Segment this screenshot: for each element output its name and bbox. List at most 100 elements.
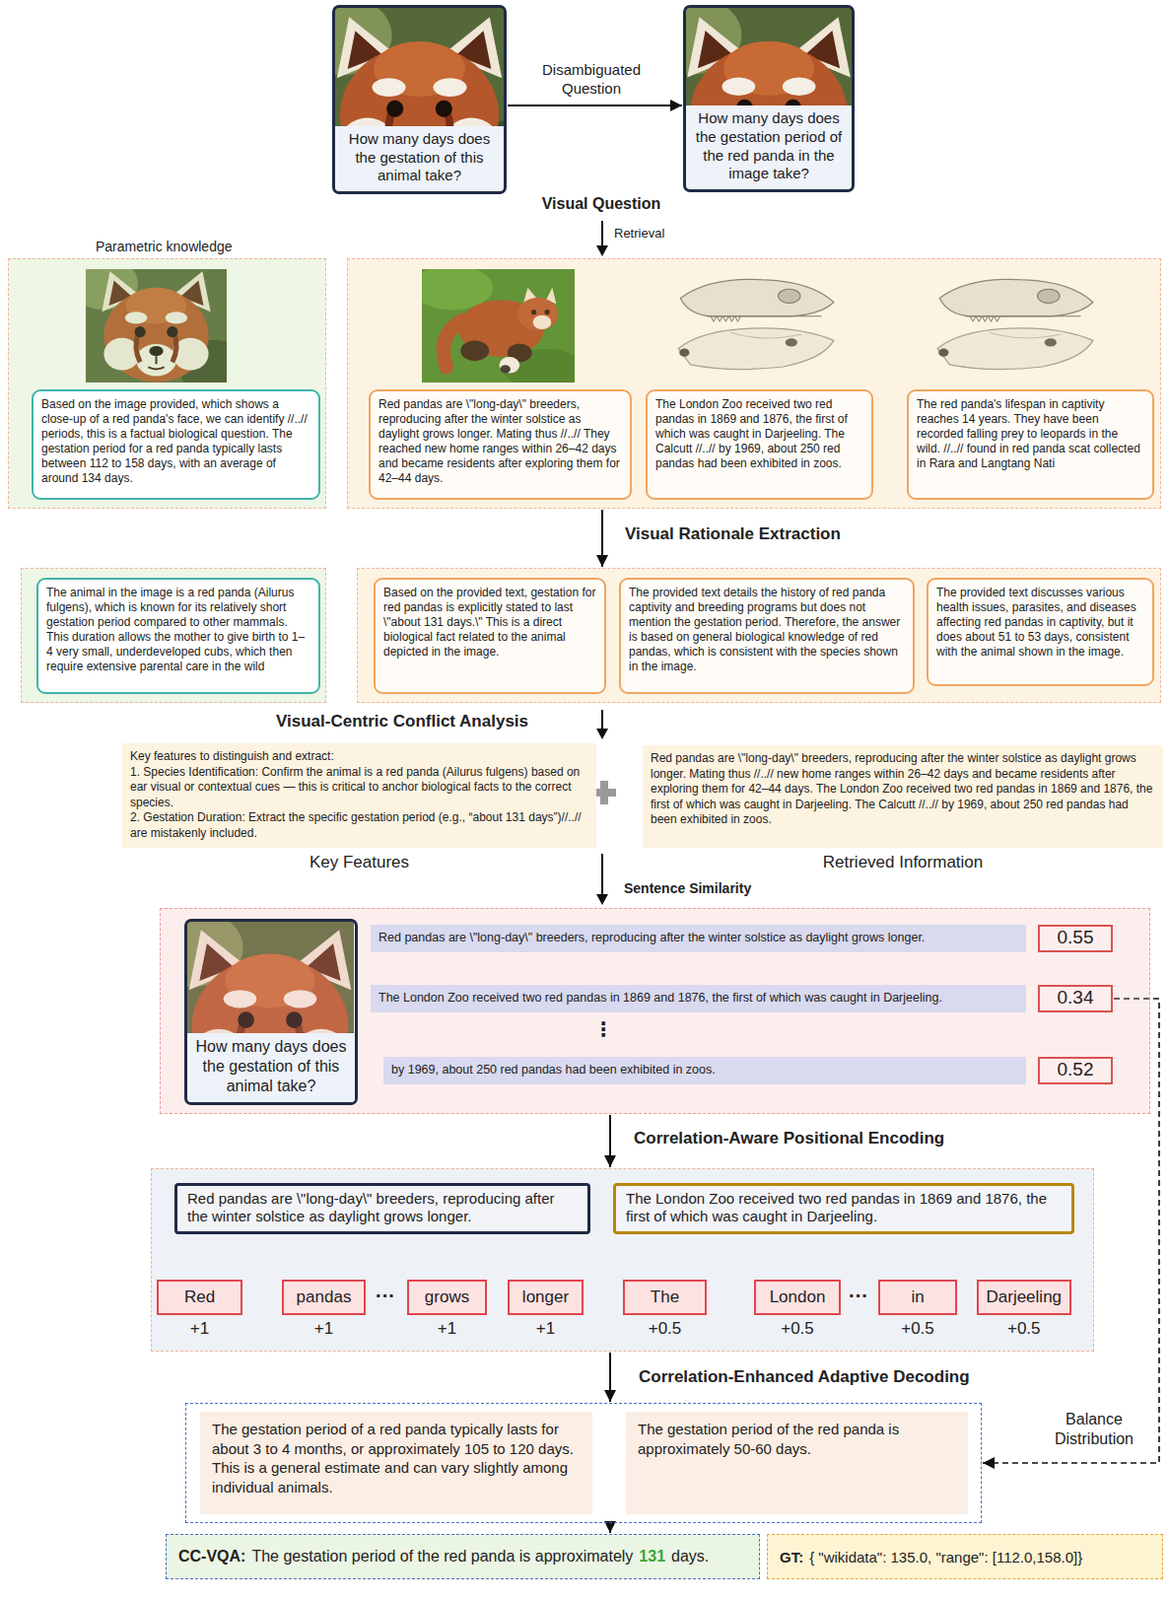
text-group: grows (407, 1279, 487, 1315)
token-text: London (754, 1279, 841, 1315)
node-text: Red pandas are \"long-day\" breeders, re… (378, 397, 622, 486)
node-text: 2. Gestation Duration: Extract the speci… (130, 810, 589, 841)
token-box: Darjeeling+0.5 (976, 1279, 1073, 1315)
retrieval-panel: Red pandas are \"long-day\" breeders, re… (346, 258, 1162, 509)
rationale-box: Based on the provided text, gestation fo… (373, 577, 607, 694)
sentence-bar: by 1969, about 250 red pandas had been e… (383, 1056, 1027, 1085)
question-card: How many days does the gestation of this… (184, 918, 358, 1105)
rationale-box: The provided text details the history of… (618, 577, 915, 694)
weight-value: +1 (156, 1318, 243, 1339)
flow-arrow (507, 104, 683, 107)
passage-box: Red pandas are \"long-day\" breeders, re… (368, 389, 632, 500)
caption-holder: +0.5 (754, 1318, 841, 1339)
box-caption: Retrieved Information (642, 851, 1164, 874)
answer-box: Based on the image provided, which shows… (31, 389, 321, 500)
node-text: Red pandas are \"long-day\" breeders, re… (187, 1189, 578, 1226)
weight-value: +0.5 (754, 1318, 841, 1339)
similarity-score: 0.34 (1037, 984, 1113, 1013)
edge-label: Correlation-Aware Positional Encoding (633, 1128, 945, 1149)
text-group: London (754, 1279, 841, 1315)
text-group: The animal in the image is a red panda (… (46, 585, 311, 675)
node-text: The London Zoo received two red pandas i… (625, 1189, 1062, 1226)
sentence-bar: Red pandas are \"long-day\" breeders, re… (370, 924, 1027, 953)
text-group: 0.34 (1039, 986, 1111, 1010)
ground-truth-box: GT:{ "wikidata": 135.0, "range": [112.0,… (766, 1533, 1164, 1580)
flow-arrow (609, 1352, 612, 1402)
box-caption: Key Features (122, 851, 597, 874)
text-group: 0.55 (1039, 926, 1111, 950)
text-group: The gestation period of the red panda is… (637, 1419, 957, 1458)
flow-arrow (609, 1114, 612, 1168)
edge-label: Disambiguated Question (532, 61, 651, 99)
token-text: pandas (281, 1279, 366, 1315)
node-text: Red pandas are \"long-day\" breeders, re… (650, 751, 1156, 828)
rationale-panel: The animal in the image is a red panda (… (20, 567, 327, 703)
text-group: 0.52 (1039, 1058, 1111, 1082)
similarity-panel: How many days does the gestation of this… (159, 907, 1151, 1114)
sentence-box: Red pandas are \"long-day\" breeders, re… (174, 1182, 591, 1235)
text-group: The provided text details the history of… (628, 585, 905, 675)
rationale-box: The provided text discusses various heal… (926, 577, 1155, 687)
text-group: longer (507, 1279, 584, 1315)
node-text: The gestation period of a red panda typi… (211, 1419, 581, 1497)
node-text: Red pandas are \"long-day\" breeders, re… (378, 929, 1019, 948)
output-box: The gestation period of a red panda typi… (200, 1411, 593, 1514)
node-text: by 1969, about 250 red pandas had been e… (391, 1061, 1019, 1080)
caption-holder: +1 (407, 1318, 487, 1339)
node-text: 1. Species Identification: Confirm the a… (130, 764, 589, 812)
caption-holder: Retrieved Information (642, 851, 1164, 874)
node-text: The animal in the image is a red panda (… (46, 585, 311, 675)
passage-box: The London Zoo received two red pandas i… (645, 389, 874, 500)
node-text: 0.55 (1039, 926, 1111, 950)
text-group: Based on the provided text, gestation fo… (383, 585, 597, 660)
node-text: 131 (638, 1547, 666, 1566)
stage-label: ⋮ (593, 1019, 614, 1039)
node-text: 0.34 (1039, 986, 1111, 1010)
node-text: The London Zoo received two red pandas i… (378, 989, 1019, 1008)
text-group: How many days does the gestation of this… (187, 1032, 355, 1102)
text-group: Key features to distinguish and extract:… (130, 749, 589, 842)
text-group: in (878, 1279, 958, 1315)
token-text: grows (407, 1279, 487, 1315)
encoding-panel: Red pandas are \"long-day\" breeders, re… (150, 1168, 1095, 1352)
answer-box: CC-VQA:The gestation period of the red p… (165, 1533, 760, 1580)
edge-label: Correlation-Enhanced Adaptive Decoding (638, 1367, 970, 1387)
sentence-bar: The London Zoo received two red pandas i… (370, 984, 1027, 1013)
weight-value: +0.5 (622, 1318, 707, 1339)
token-box: in+0.5 (878, 1279, 958, 1315)
token-text: in (878, 1279, 958, 1315)
node-text: 0.52 (1039, 1058, 1111, 1082)
text-group: Darjeeling (976, 1279, 1073, 1315)
text-group: Red pandas are \"long-day\" breeders, re… (378, 929, 1019, 948)
retrieved-info-box: Red pandas are \"long-day\" breeders, re… (642, 745, 1164, 848)
node-text: How many days does the gestation of this… (335, 126, 504, 192)
token-box: Red+1 (156, 1279, 243, 1315)
node-text: The provided text discusses various heal… (936, 585, 1145, 660)
caption-holder: +0.5 (878, 1318, 958, 1339)
node-text: The gestation period of the red panda is… (251, 1547, 633, 1566)
node-text: The gestation period of the red panda is… (637, 1419, 957, 1458)
weight-value: +1 (281, 1318, 366, 1339)
stage-label: Sentence Similarity (623, 880, 752, 896)
node-text: The red panda's lifespan in captivity re… (916, 397, 1145, 472)
flow-arrow (601, 509, 604, 567)
weight-value: +0.5 (976, 1318, 1073, 1339)
token-box: The+0.5 (622, 1279, 707, 1315)
key-features-box: Key features to distinguish and extract:… (122, 743, 597, 848)
text-group: Red pandas are \"long-day\" breeders, re… (378, 397, 622, 486)
text-group: Red pandas are \"long-day\" breeders, re… (650, 751, 1156, 828)
stage-label: ··· (366, 1285, 405, 1306)
node-text: Based on the provided text, gestation fo… (383, 585, 597, 660)
caption-holder: +0.5 (976, 1318, 1073, 1339)
node-text: GT: (779, 1548, 804, 1566)
text-group: Based on the image provided, which shows… (41, 397, 311, 486)
token-box: pandas+1 (281, 1279, 366, 1315)
panel-heading: Parametric knowledge (95, 238, 233, 255)
token-text: The (622, 1279, 707, 1315)
rationale-panel: Based on the provided text, gestation fo… (356, 567, 1162, 703)
decoding-panel: The gestation period of a red panda typi… (185, 1402, 982, 1523)
rationale-box: The animal in the image is a red panda (… (36, 577, 321, 694)
token-text: Red (156, 1279, 243, 1315)
text-group: GT:{ "wikidata": 135.0, "range": [112.0,… (779, 1548, 1083, 1566)
stage-label: Visual-Centric Conflict Analysis (275, 711, 529, 732)
